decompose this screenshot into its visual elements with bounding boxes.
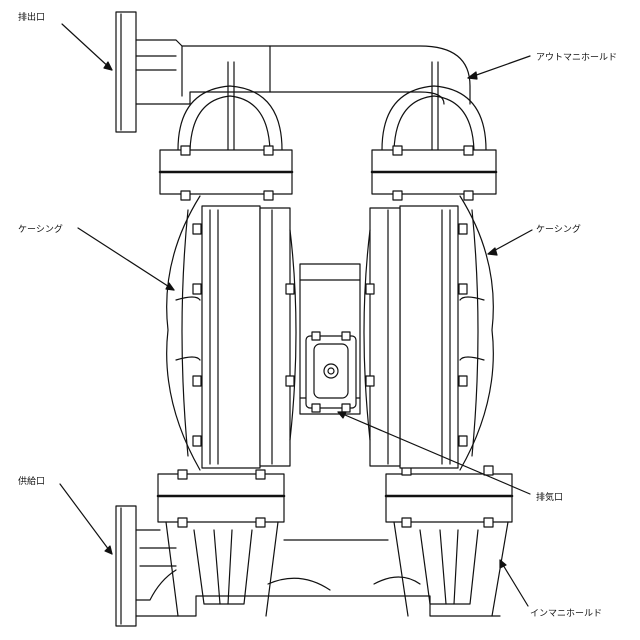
label-in-manifold: インマニホールド [530, 608, 602, 619]
label-discharge-port: 排出口 [18, 11, 45, 23]
outlet-manifold [116, 12, 486, 150]
leader-discharge-port [62, 24, 112, 70]
upper-flanges [160, 146, 496, 200]
left-casing [167, 196, 296, 470]
leader-in-manifold [500, 560, 528, 606]
leader-out-manifold [468, 56, 530, 78]
leader-casing-left [78, 228, 174, 290]
label-supply-port: 供給口 [18, 475, 45, 487]
leader-supply-port [60, 484, 112, 554]
lower-flanges [158, 466, 512, 527]
right-casing [364, 196, 493, 470]
center-section [300, 264, 360, 414]
label-casing-left: ケーシング [18, 223, 63, 235]
label-casing-right: ケーシング [536, 223, 581, 235]
inlet-manifold [116, 506, 508, 626]
label-out-manifold: アウトマニホールド [536, 52, 617, 63]
label-exhaust-port: 排気口 [536, 491, 563, 503]
